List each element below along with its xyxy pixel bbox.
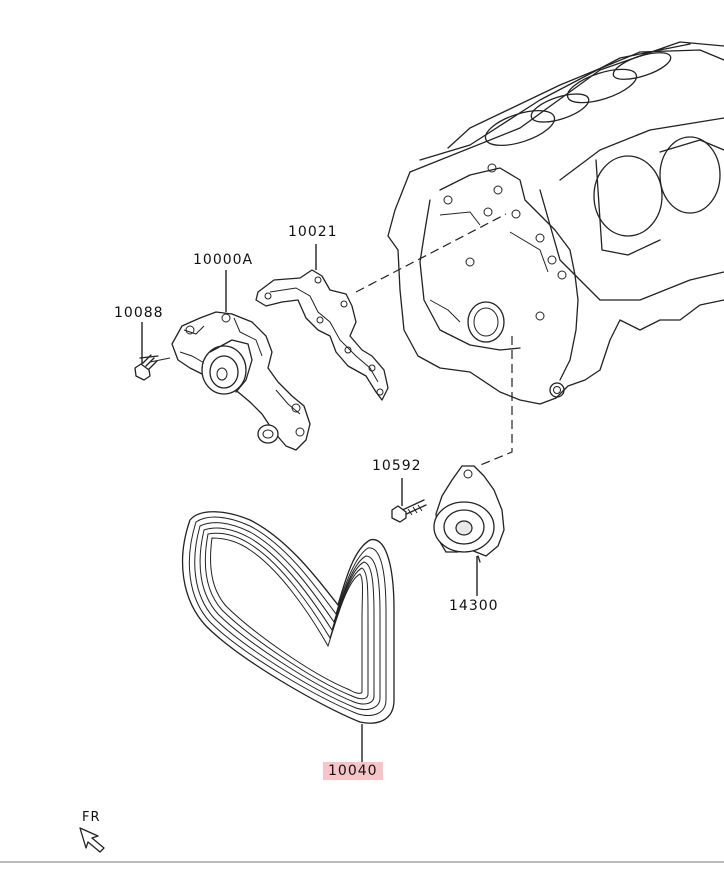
part-label-10592[interactable]: 10592 — [372, 458, 422, 474]
engine-block — [387, 41, 724, 405]
part-label-10021[interactable]: 10021 — [288, 224, 338, 240]
drive-belt — [181, 511, 395, 724]
bolt-10088 — [134, 354, 171, 381]
water-pump-gasket — [255, 269, 389, 401]
part-label-14300[interactable]: 14300 — [449, 598, 499, 614]
part-label-10088[interactable]: 10088 — [114, 305, 164, 321]
front-direction-label: FR — [82, 810, 101, 825]
part-label-10040-highlighted[interactable]: 10040 — [323, 762, 383, 780]
front-direction-arrow-icon — [79, 827, 105, 853]
leader-lines — [141, 244, 478, 762]
bolt-10592 — [391, 499, 427, 523]
alignment-lines — [355, 213, 513, 467]
part-label-10000a[interactable]: 10000A — [193, 252, 254, 268]
belt-tensioner — [433, 465, 505, 563]
water-pump — [171, 311, 311, 451]
